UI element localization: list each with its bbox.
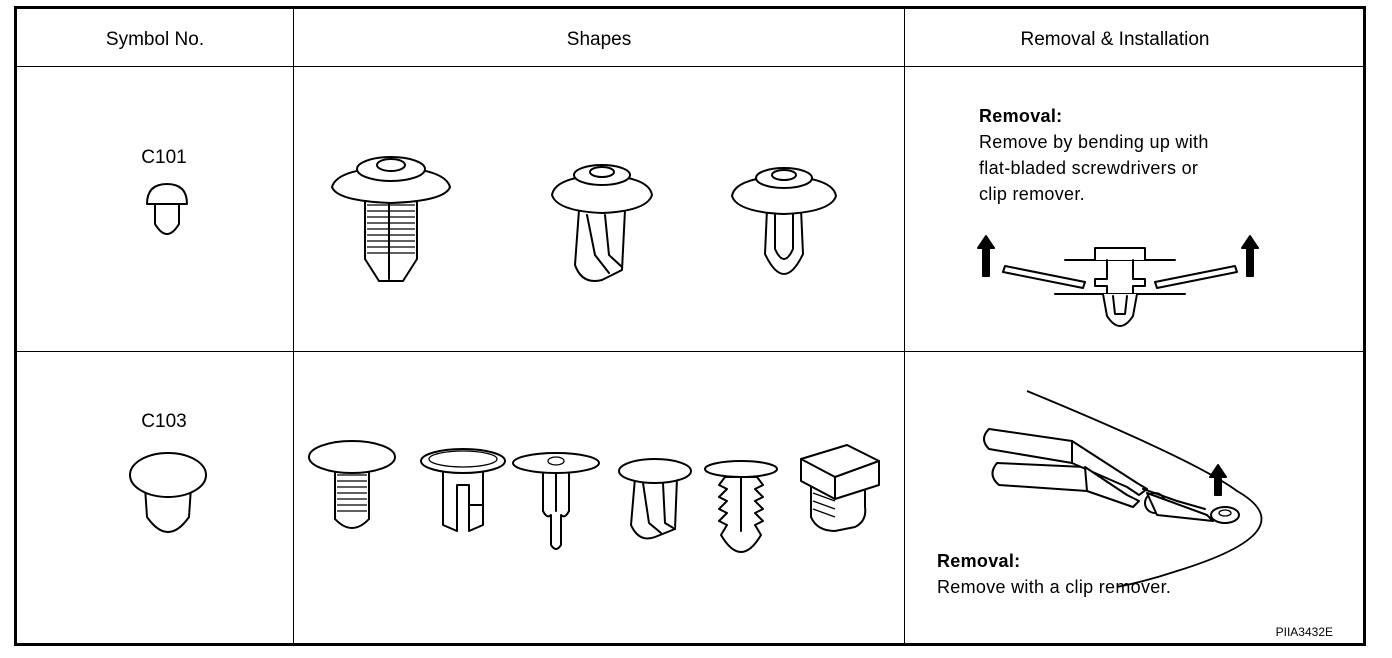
clip-shape-icon (613, 453, 703, 543)
symbol-c101: C101 (141, 147, 187, 168)
clip-shape-icon (727, 164, 842, 284)
symbol-c103: C103 (141, 411, 187, 432)
clip-shape-icon (697, 451, 787, 566)
clip-shape-icon (547, 155, 657, 290)
clip-symbol-icon-c103 (123, 447, 213, 547)
clip-shape-icon (307, 437, 402, 537)
clip-shape-icon (417, 445, 512, 535)
removal-diagram-screwdrivers (975, 224, 1265, 334)
header-symbol-no: Symbol No. (105, 29, 205, 50)
clip-reference-table: Symbol No. Shapes Removal & Installation… (14, 6, 1366, 646)
removal-text-c101: Remove by bending up with flat-bladed sc… (979, 132, 1209, 204)
clip-shape-icon (511, 449, 601, 554)
header-divider (17, 66, 1363, 67)
header-shapes: Shapes (566, 29, 632, 50)
header-removal-installation: Removal & Installation (1020, 29, 1210, 50)
row-divider (17, 351, 1363, 352)
clip-shape-icon (327, 139, 457, 289)
removal-text-c103: Remove with a clip remover. (937, 577, 1172, 597)
clip-symbol-icon-c101 (137, 179, 197, 249)
clip-shape-icon (795, 437, 890, 537)
removal-title-c101: Removal: (979, 106, 1063, 126)
figure-code: PIIA3432E (1275, 625, 1333, 639)
column-divider (904, 9, 905, 643)
removal-title-c103: Removal: (937, 551, 1021, 571)
column-divider (293, 9, 294, 643)
removal-diagram-clip-remover (977, 391, 1347, 591)
